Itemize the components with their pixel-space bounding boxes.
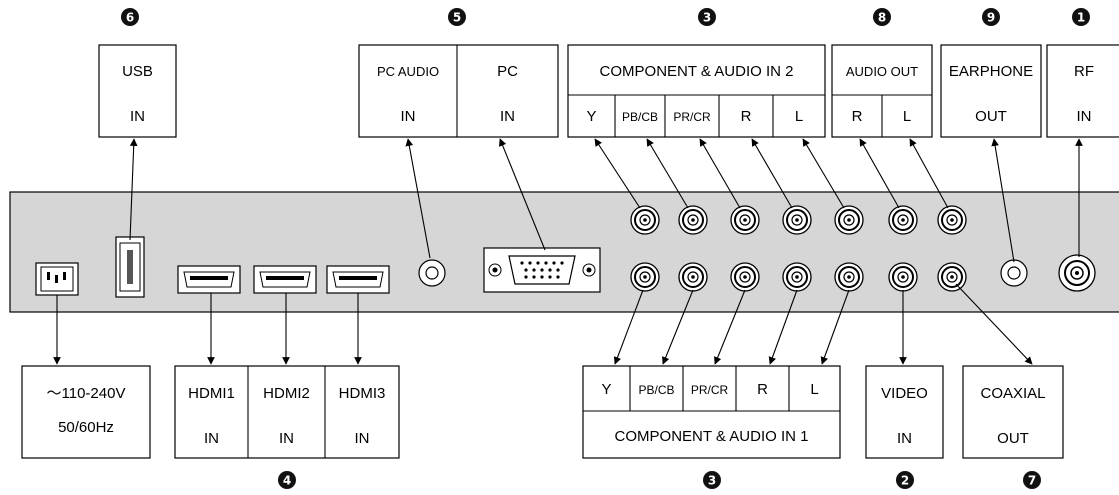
rca-jacks-bottom-row[interactable] bbox=[630, 262, 967, 292]
svg-text:PR/CR: PR/CR bbox=[673, 110, 711, 124]
svg-text:VIDEO: VIDEO bbox=[881, 385, 928, 402]
marker-6: 6 bbox=[121, 8, 139, 26]
svg-text:Y: Y bbox=[601, 381, 611, 398]
component-audio-in-2-label: COMPONENT & AUDIO IN 2 Y PB/CB PR/CR R L bbox=[567, 44, 826, 138]
power-socket[interactable] bbox=[35, 262, 79, 296]
marker-2: 2 bbox=[896, 471, 914, 489]
svg-text:COAXIAL: COAXIAL bbox=[980, 385, 1045, 402]
svg-text:IN: IN bbox=[355, 430, 370, 447]
svg-text:R: R bbox=[852, 108, 863, 125]
svg-text:IN: IN bbox=[204, 430, 219, 447]
svg-text:R: R bbox=[757, 381, 768, 398]
coaxial-out-label: COAXIAL OUT bbox=[962, 365, 1064, 459]
svg-text:HDMI1: HDMI1 bbox=[188, 385, 235, 402]
svg-text:IN: IN bbox=[279, 430, 294, 447]
svg-text:50/60Hz: 50/60Hz bbox=[58, 419, 114, 436]
svg-text:AUDIO OUT: AUDIO OUT bbox=[846, 64, 918, 79]
svg-text:IN: IN bbox=[897, 430, 912, 447]
earphone-jack[interactable] bbox=[1000, 259, 1028, 287]
hdmi2-port[interactable] bbox=[253, 265, 317, 294]
pc-audio-pc-label: PC AUDIO IN PC IN bbox=[358, 44, 559, 138]
svg-text:L: L bbox=[795, 108, 803, 125]
leader-lines bbox=[53, 138, 1083, 365]
svg-text:IN: IN bbox=[130, 108, 145, 125]
svg-text:R: R bbox=[741, 108, 752, 125]
hdmi-in-labels: HDMI1 IN HDMI2 IN HDMI3 IN bbox=[174, 365, 400, 459]
svg-text:HDMI3: HDMI3 bbox=[339, 385, 386, 402]
svg-text:PB/CB: PB/CB bbox=[638, 383, 674, 397]
hdmi1-port[interactable] bbox=[177, 265, 241, 294]
svg-text:HDMI2: HDMI2 bbox=[263, 385, 310, 402]
svg-text:7: 7 bbox=[1028, 474, 1036, 488]
svg-text:～110-240V: ～110-240V bbox=[47, 385, 126, 402]
svg-text:1: 1 bbox=[1077, 11, 1085, 25]
svg-text:3: 3 bbox=[703, 11, 711, 25]
marker-7: 7 bbox=[1023, 471, 1041, 489]
usb-in-label: USB IN bbox=[98, 44, 177, 138]
svg-text:8: 8 bbox=[878, 11, 886, 25]
svg-text:5: 5 bbox=[453, 11, 461, 25]
svg-text:IN: IN bbox=[401, 108, 416, 125]
svg-text:6: 6 bbox=[126, 11, 134, 25]
audio-out-label: AUDIO OUT R L bbox=[831, 44, 933, 138]
svg-text:USB: USB bbox=[122, 63, 153, 80]
marker-8: 8 bbox=[873, 8, 891, 26]
svg-text:3: 3 bbox=[708, 474, 716, 488]
svg-text:OUT: OUT bbox=[997, 430, 1029, 447]
marker-3-top: 3 bbox=[698, 8, 716, 26]
svg-text:EARPHONE: EARPHONE bbox=[949, 63, 1033, 80]
marker-3-bottom: 3 bbox=[703, 471, 721, 489]
svg-text:L: L bbox=[810, 381, 818, 398]
earphone-out-label: EARPHONE OUT bbox=[940, 44, 1042, 138]
pc-audio-jack[interactable] bbox=[418, 259, 446, 287]
svg-text:PC: PC bbox=[497, 63, 518, 80]
svg-text:Y: Y bbox=[586, 108, 596, 125]
usb-port[interactable] bbox=[115, 236, 145, 298]
marker-1: 1 bbox=[1072, 8, 1090, 26]
marker-9: 9 bbox=[982, 8, 1000, 26]
svg-text:RF: RF bbox=[1074, 63, 1094, 80]
svg-text:PR/CR: PR/CR bbox=[691, 383, 729, 397]
video-in-label: VIDEO IN bbox=[865, 365, 944, 459]
svg-text:IN: IN bbox=[1077, 108, 1092, 125]
component-audio-in-1-label: Y PB/CB PR/CR R L COMPONENT & AUDIO IN 1 bbox=[582, 365, 841, 459]
svg-text:COMPONENT & AUDIO IN 1: COMPONENT & AUDIO IN 1 bbox=[615, 428, 809, 445]
marker-5: 5 bbox=[448, 8, 466, 26]
svg-text:OUT: OUT bbox=[975, 108, 1007, 125]
rf-in-label: RF IN bbox=[1046, 44, 1119, 138]
vga-port[interactable] bbox=[483, 247, 601, 293]
svg-text:9: 9 bbox=[987, 11, 995, 25]
hdmi3-port[interactable] bbox=[326, 265, 390, 294]
svg-text:PB/CB: PB/CB bbox=[622, 110, 658, 124]
svg-text:IN: IN bbox=[500, 108, 515, 125]
power-label: ～110-240V 50/60Hz bbox=[21, 365, 151, 459]
svg-text:2: 2 bbox=[901, 474, 909, 488]
rf-connector[interactable] bbox=[1058, 254, 1096, 292]
rca-jacks-top-row[interactable] bbox=[630, 205, 967, 235]
svg-text:PC AUDIO: PC AUDIO bbox=[377, 64, 439, 79]
svg-text:4: 4 bbox=[283, 474, 291, 488]
svg-text:COMPONENT & AUDIO IN 2: COMPONENT & AUDIO IN 2 bbox=[600, 63, 794, 80]
svg-text:L: L bbox=[903, 108, 911, 125]
marker-4: 4 bbox=[278, 471, 296, 489]
